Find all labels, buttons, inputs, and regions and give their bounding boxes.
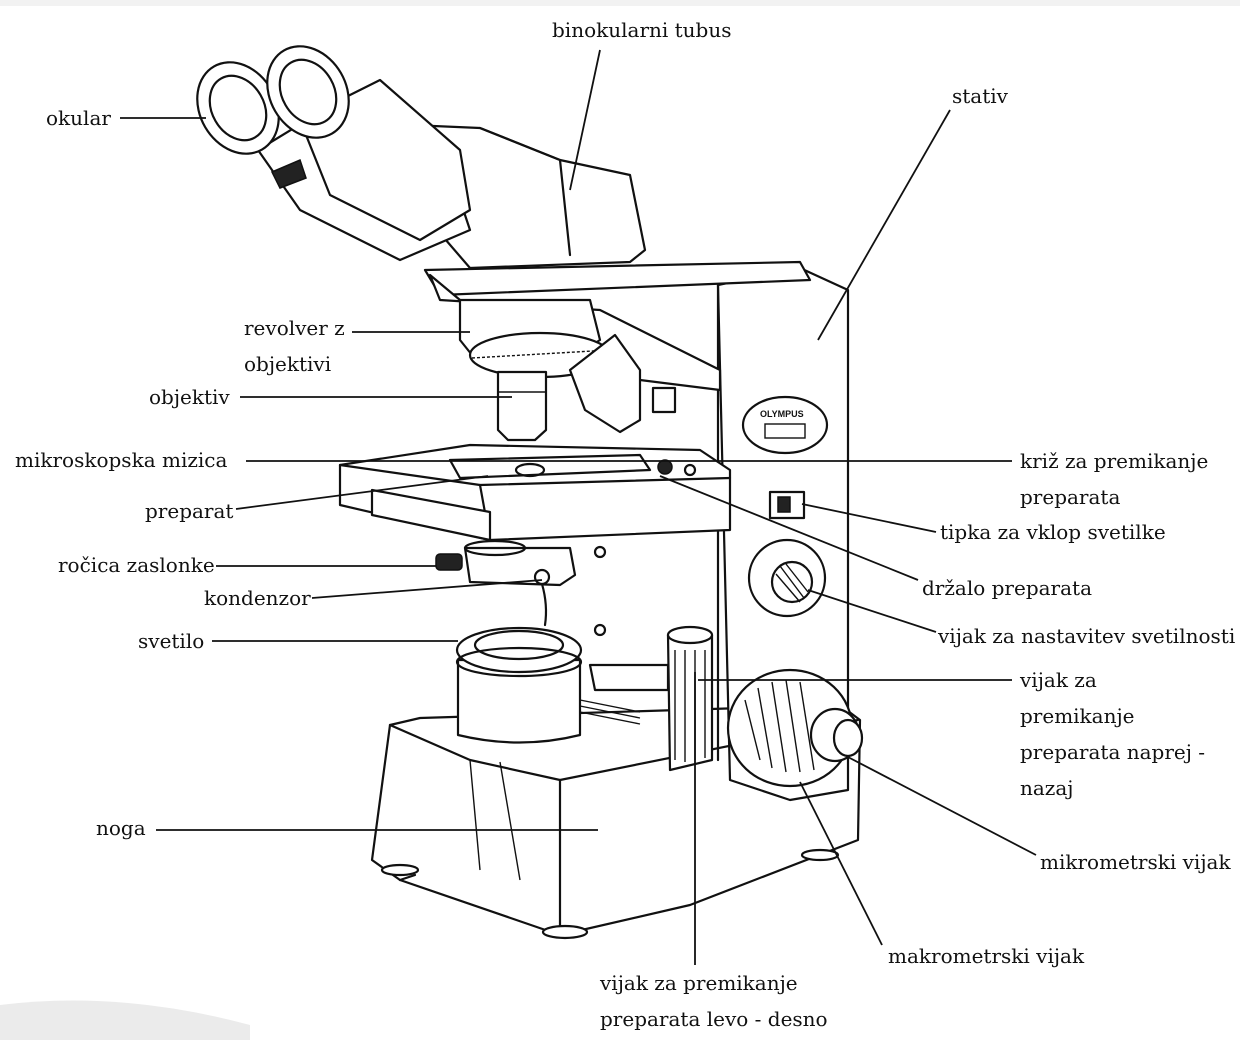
label-stativ: stativ [952,84,1008,108]
label-objektiv: objektiv [149,385,230,409]
label-preparat: preparat [145,499,234,523]
label-mikrometrski: mikrometrski vijak [1040,850,1231,874]
label-noga: noga [96,816,146,840]
label-revolver: revolver z objektivi [244,316,345,376]
label-svetilo: svetilo [138,629,205,653]
logo-text: OLYMPUS [760,409,804,419]
label-drzalo: držalo preparata [922,576,1092,600]
label-kriz: križ za premikanje preparata [1020,449,1209,509]
label-vijak-levo-desno: vijak za premikanje preparata levo - des… [600,971,828,1031]
label-mikroskopska-mizica: mikroskopska mizica [15,448,228,472]
label-vijak-naprej-nazaj: vijak za premikanje preparata naprej - n… [1020,668,1206,800]
label-makrometrski: makrometrski vijak [888,944,1085,968]
label-rocica-zaslonke: ročica zaslonke [58,553,215,577]
label-vijak-svetilnost: vijak za nastavitev svetilnosti [938,624,1236,648]
label-tipka: tipka za vklop svetilke [940,520,1166,544]
label-binokularni-tubus: binokularni tubus [552,18,732,42]
label-kondenzor: kondenzor [204,586,311,610]
label-okular: okular [46,106,111,130]
